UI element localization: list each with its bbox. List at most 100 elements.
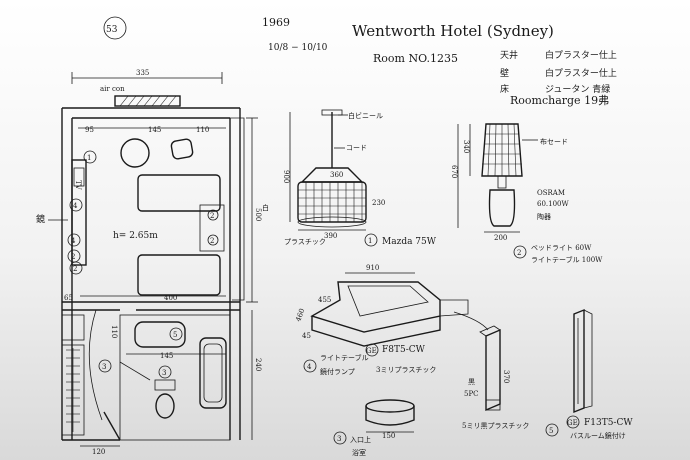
bed-2 xyxy=(137,254,221,296)
finish-label-wall: 壁 xyxy=(500,67,509,79)
fixture-spc: 5PC xyxy=(464,390,479,398)
svg-text:2: 2 xyxy=(71,253,75,261)
svg-text:2: 2 xyxy=(73,265,77,273)
finish-label-ceiling: 天井 xyxy=(500,49,518,61)
mirror-label: 鏡 xyxy=(36,213,45,225)
ceiling-height: h= 2.65m xyxy=(113,231,158,241)
page-number: 53 xyxy=(106,25,118,35)
mirror-light: 5 GE F13T5-CW バスルーム鏡付け xyxy=(545,308,633,440)
dates: 10/8 − 10/10 xyxy=(268,43,328,53)
mirror-model: F13T5-CW xyxy=(584,418,633,428)
headboard-number: 4 xyxy=(307,363,312,371)
headboard-side: 455 xyxy=(318,296,331,304)
dim-400: 400 xyxy=(164,294,177,302)
bedside-base xyxy=(488,189,516,227)
headboard-unit: 910 455 460 45 4 GE F8T5-CW ライトテーブル 鏡付ラン… xyxy=(294,264,529,430)
lamp1-cord: コード xyxy=(346,144,367,152)
marker-1 xyxy=(83,150,97,164)
marker-2b xyxy=(69,261,83,275)
finish-value-floor: ジュータン 青緑 xyxy=(545,83,610,95)
mirror-light-fixture xyxy=(573,308,585,414)
tv-label: TV xyxy=(74,180,82,191)
svg-text:3: 3 xyxy=(102,363,106,371)
lamp2-height1: 340 xyxy=(462,140,470,153)
finishes-list: 天井 白プラスター仕上 壁 白プラスター仕上 床 ジュータン 青緑 xyxy=(500,49,617,95)
dim-110: 110 xyxy=(196,126,209,134)
lamp2-number: 2 xyxy=(517,249,521,257)
dim-120: 120 xyxy=(92,448,105,456)
fixture-black: 黒 xyxy=(468,378,475,386)
marker-3b xyxy=(158,365,172,379)
svg-text:1: 1 xyxy=(87,154,91,162)
finish-label-floor: 床 xyxy=(500,83,509,95)
fixture-height: 370 xyxy=(502,370,510,383)
nightstand xyxy=(199,204,225,252)
headboard-line2: 鏡付ランプ xyxy=(320,367,355,376)
svg-text:5: 5 xyxy=(173,331,177,339)
dim-110-bath: 110 xyxy=(110,325,118,338)
lamp2-watt: 60.100W xyxy=(537,200,569,208)
lamp1-number-circle xyxy=(364,233,378,247)
room-number: Room NO.1235 xyxy=(373,52,458,65)
finish-value-wall: 白プラスター仕上 xyxy=(545,67,617,79)
lamp2-brand: OSRAM xyxy=(537,189,565,197)
headboard-dim45: 45 xyxy=(302,332,311,340)
lamp2-height2: 670 xyxy=(450,165,458,178)
svg-text:4: 4 xyxy=(73,202,78,210)
pendant-shade xyxy=(297,181,367,223)
headboard-line3: 3ミリプラスチック xyxy=(376,366,436,374)
header: 53 1969 10/8 − 10/10 Wentworth Hotel (Sy… xyxy=(103,16,609,107)
headboard-body xyxy=(310,281,441,333)
ceiling-entrance: 入口上 xyxy=(350,435,371,444)
lamp2-width: 200 xyxy=(494,234,507,242)
marker-4b xyxy=(67,233,81,247)
headboard-number-circle xyxy=(303,359,317,373)
headboard-width: 910 xyxy=(366,264,379,272)
room-charge: Roomcharge 19弗 xyxy=(510,93,609,107)
washbasin xyxy=(134,321,186,348)
closet-box xyxy=(61,314,85,341)
toilet xyxy=(155,393,175,419)
lamp1-base-width: 390 xyxy=(324,232,337,240)
marker-3a xyxy=(98,359,112,373)
bed-1 xyxy=(137,174,221,212)
lamp1-shade-width: 360 xyxy=(330,171,343,179)
headboard-model: F8T5-CW xyxy=(382,345,426,355)
lamp1-side-note: 白 xyxy=(262,203,269,212)
lamp1-height: 900 xyxy=(282,170,290,183)
ceiling-number: 3 xyxy=(337,435,341,443)
dim-145-bath: 145 xyxy=(160,352,173,360)
lamp1-number: 1 xyxy=(368,237,372,245)
mirror-number: 5 xyxy=(549,427,553,435)
dresser xyxy=(71,159,87,266)
headboard-line1: ライトテーブル xyxy=(320,353,369,362)
mirror-badge-circle xyxy=(566,415,580,429)
headboard-badge: GE xyxy=(366,347,377,355)
floor-plan: 335 air con 95 145 110 1 TV 鏡 4 xyxy=(36,69,262,456)
lamp1-name: Mazda 75W xyxy=(382,237,437,247)
svg-text:4: 4 xyxy=(71,237,76,245)
svg-text:3: 3 xyxy=(162,369,166,377)
lamp1-material: プラスチック xyxy=(284,238,326,246)
fixture-detail xyxy=(485,328,501,412)
bedside-lamp: 布セード 340 670 200 OSRAM 60.100W 陶器 2 ベッドラ… xyxy=(450,123,603,264)
hotel-name: Wentworth Hotel (Sydney) xyxy=(352,22,554,40)
round-table xyxy=(120,138,150,168)
marker-4a xyxy=(69,198,83,212)
dim-95: 95 xyxy=(85,126,94,134)
lamp1-drop: 230 xyxy=(372,199,385,207)
lamp2-number-circle xyxy=(513,245,527,259)
marker-2c xyxy=(207,209,219,221)
bathroom xyxy=(119,314,231,441)
dim-240: 240 xyxy=(254,358,262,371)
year: 1969 xyxy=(262,16,290,29)
lamp2-shade: 布セード xyxy=(540,137,568,146)
ceiling-light: 150 3 入口上 浴室 xyxy=(333,399,415,457)
marker-5 xyxy=(169,327,183,341)
headboard-badge-circle xyxy=(365,343,379,357)
headboard-depth: 460 xyxy=(294,307,306,322)
bedside-shade xyxy=(481,123,523,177)
svg-text:2: 2 xyxy=(210,212,214,220)
svg-text:2: 2 xyxy=(210,237,214,245)
